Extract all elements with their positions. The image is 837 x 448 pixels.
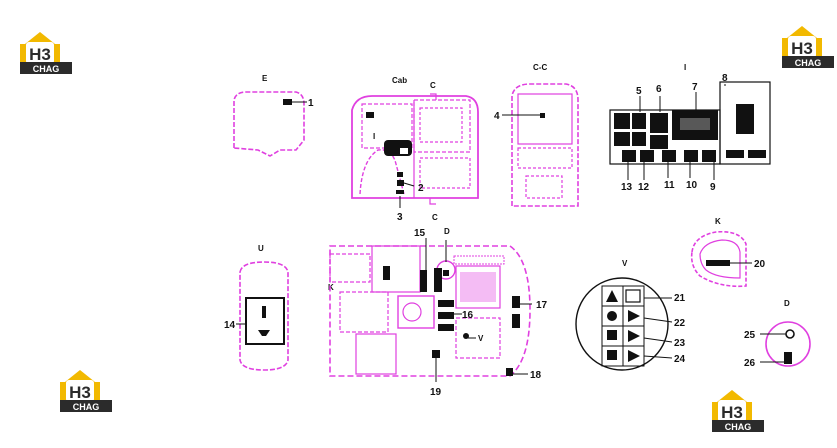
view-v-title: V (622, 259, 628, 268)
callout-15: 15 (414, 228, 426, 239)
callout-10: 10 (686, 180, 698, 191)
view-top-v-title: V (478, 334, 484, 343)
callout-12: 12 (638, 182, 650, 193)
view-top: C D K V (328, 213, 532, 382)
logo-brand: CHAG (33, 64, 60, 74)
logo-bottom-right: H3 CHAG (712, 390, 764, 432)
view-cc-title: C-C (533, 63, 547, 72)
view-u-title: U (258, 244, 264, 253)
callout-24: 24 (674, 354, 686, 365)
view-cab-c-title: C (430, 81, 436, 90)
view-d: D (760, 299, 811, 367)
callout-16: 16 (462, 310, 474, 321)
callout-4: 4 (494, 111, 500, 122)
view-cab-i-title: I (373, 132, 375, 141)
callout-14: 14 (224, 320, 236, 331)
callout-2: 2 (418, 183, 424, 194)
callout-7: 7 (692, 82, 698, 93)
callout-6: 6 (656, 84, 662, 95)
view-v: V (575, 259, 673, 371)
callout-3: 3 (397, 212, 403, 223)
logo-letters: H3 (791, 39, 813, 58)
view-i-title: I (684, 63, 686, 72)
view-d-title: D (784, 299, 790, 308)
callout-1: 1 (308, 98, 314, 109)
callout-26: 26 (744, 358, 756, 369)
logo-brand: CHAG (795, 58, 822, 68)
view-k-title: K (715, 217, 721, 226)
logo-letters: H3 (29, 45, 51, 64)
view-i: I (609, 63, 771, 180)
callout-13: 13 (621, 182, 633, 193)
view-cab: Cab C I (351, 76, 479, 208)
view-k: K (690, 217, 752, 288)
view-top-d-title: D (444, 227, 450, 236)
view-e-title: E (262, 74, 268, 83)
logo-top-right: H3 CHAG (782, 26, 834, 68)
callout-11: 11 (664, 180, 675, 191)
logo-bottom-left: H3 CHAG (60, 370, 112, 412)
callout-5: 5 (636, 86, 642, 97)
logo-letters: H3 (69, 383, 91, 402)
callout-25: 25 (744, 330, 756, 341)
callout-8: 8 (722, 73, 728, 84)
callouts: 1 2 3 4 5 6 7 8 9 10 11 12 13 14 15 16 1… (224, 73, 766, 398)
callout-19: 19 (430, 387, 442, 398)
callout-17: 17 (536, 300, 548, 311)
logo-brand: CHAG (725, 422, 752, 432)
logo-letters: H3 (721, 403, 743, 422)
callout-9: 9 (710, 182, 716, 193)
callout-22: 22 (674, 318, 686, 329)
logo-brand: CHAG (73, 402, 100, 412)
callout-18: 18 (530, 370, 542, 381)
view-cc: C-C (502, 63, 579, 207)
view-top-c-title: C (432, 213, 438, 222)
logo-top-left: H3 CHAG (20, 32, 72, 74)
view-e: E (233, 74, 307, 157)
callout-23: 23 (674, 338, 686, 349)
callout-20: 20 (754, 259, 766, 270)
view-cab-title: Cab (392, 76, 407, 85)
view-top-k-title: K (328, 283, 334, 292)
callout-21: 21 (674, 293, 686, 304)
view-u: U (236, 244, 289, 371)
